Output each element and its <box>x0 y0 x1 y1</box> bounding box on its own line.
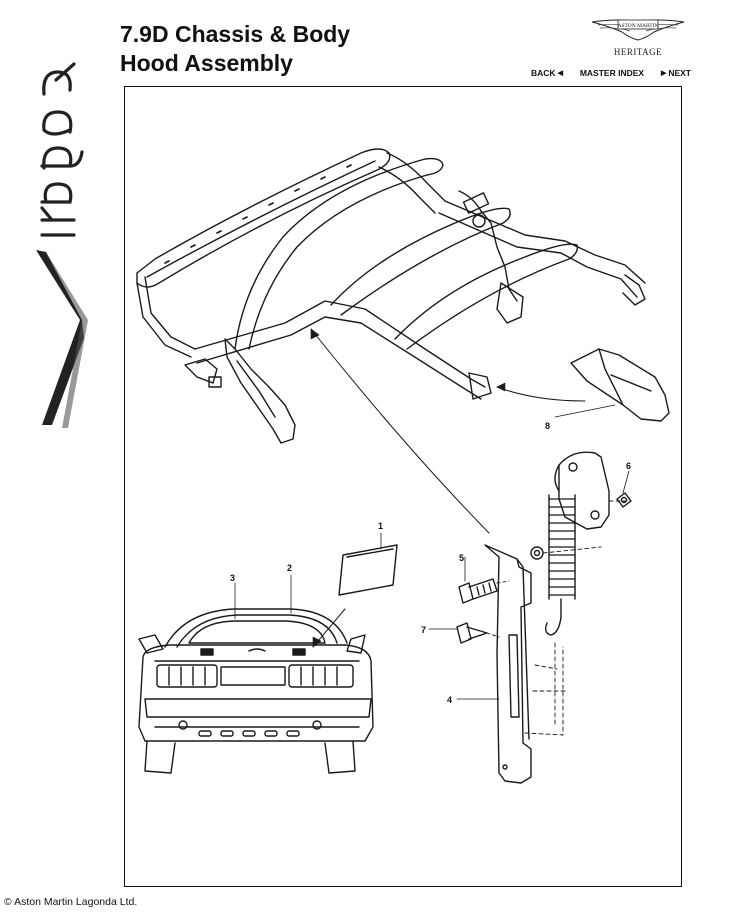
virage-script-logo-icon <box>36 62 88 428</box>
part-4-link-plate-illustration <box>484 544 566 784</box>
part-7-screw-illustration <box>456 622 500 644</box>
page-title: 7.9D Chassis & Body Hood Assembly <box>120 20 350 78</box>
aston-martin-wings-icon: ASTON MARTIN <box>591 19 685 41</box>
master-index-label: MASTER INDEX <box>579 68 645 78</box>
callout-7: 7 <box>421 625 426 635</box>
washer-illustration <box>530 546 544 560</box>
nav-bar: BACK ◀ MASTER INDEX ▶ NEXT <box>531 68 691 78</box>
heritage-logo-text: ASTON MARTIN <box>618 23 659 29</box>
back-label: BACK <box>531 68 556 78</box>
callout-4: 4 <box>447 695 452 705</box>
copyright-notice: © Aston Martin Lagonda Ltd. <box>4 896 138 908</box>
part-8-bracket-illustration <box>570 348 670 422</box>
back-link[interactable]: BACK ◀ <box>531 68 563 78</box>
part-1-label-illustration <box>338 544 398 596</box>
part-6-hinge-plate-illustration <box>558 451 632 530</box>
diagram-frame: 1 2 3 4 5 6 7 8 <box>124 86 682 887</box>
car-rear-illustration <box>138 608 374 774</box>
callout-8: 8 <box>545 421 550 431</box>
master-index-link[interactable]: MASTER INDEX <box>580 68 644 78</box>
callout-5: 5 <box>459 553 464 563</box>
next-label: NEXT <box>668 68 691 78</box>
hood-frame-illustration <box>136 148 646 444</box>
spring-illustration <box>544 464 576 636</box>
callout-6: 6 <box>626 461 631 471</box>
next-link[interactable]: ▶ NEXT <box>661 68 691 78</box>
triangle-right-icon: ▶ <box>660 70 667 77</box>
callout-2: 2 <box>287 563 292 573</box>
hood-assembly-diagram: 1 2 3 4 5 6 7 8 <box>136 148 670 784</box>
page-title-line-1: 7.9D Chassis & Body <box>120 21 351 47</box>
heritage-label: HERITAGE <box>613 47 663 57</box>
page-title-line-2: Hood Assembly <box>120 50 293 76</box>
callout-3: 3 <box>230 573 235 583</box>
part-5-bolt-illustration <box>458 578 510 604</box>
callout-1: 1 <box>378 521 383 531</box>
triangle-left-icon: ◀ <box>557 70 563 77</box>
